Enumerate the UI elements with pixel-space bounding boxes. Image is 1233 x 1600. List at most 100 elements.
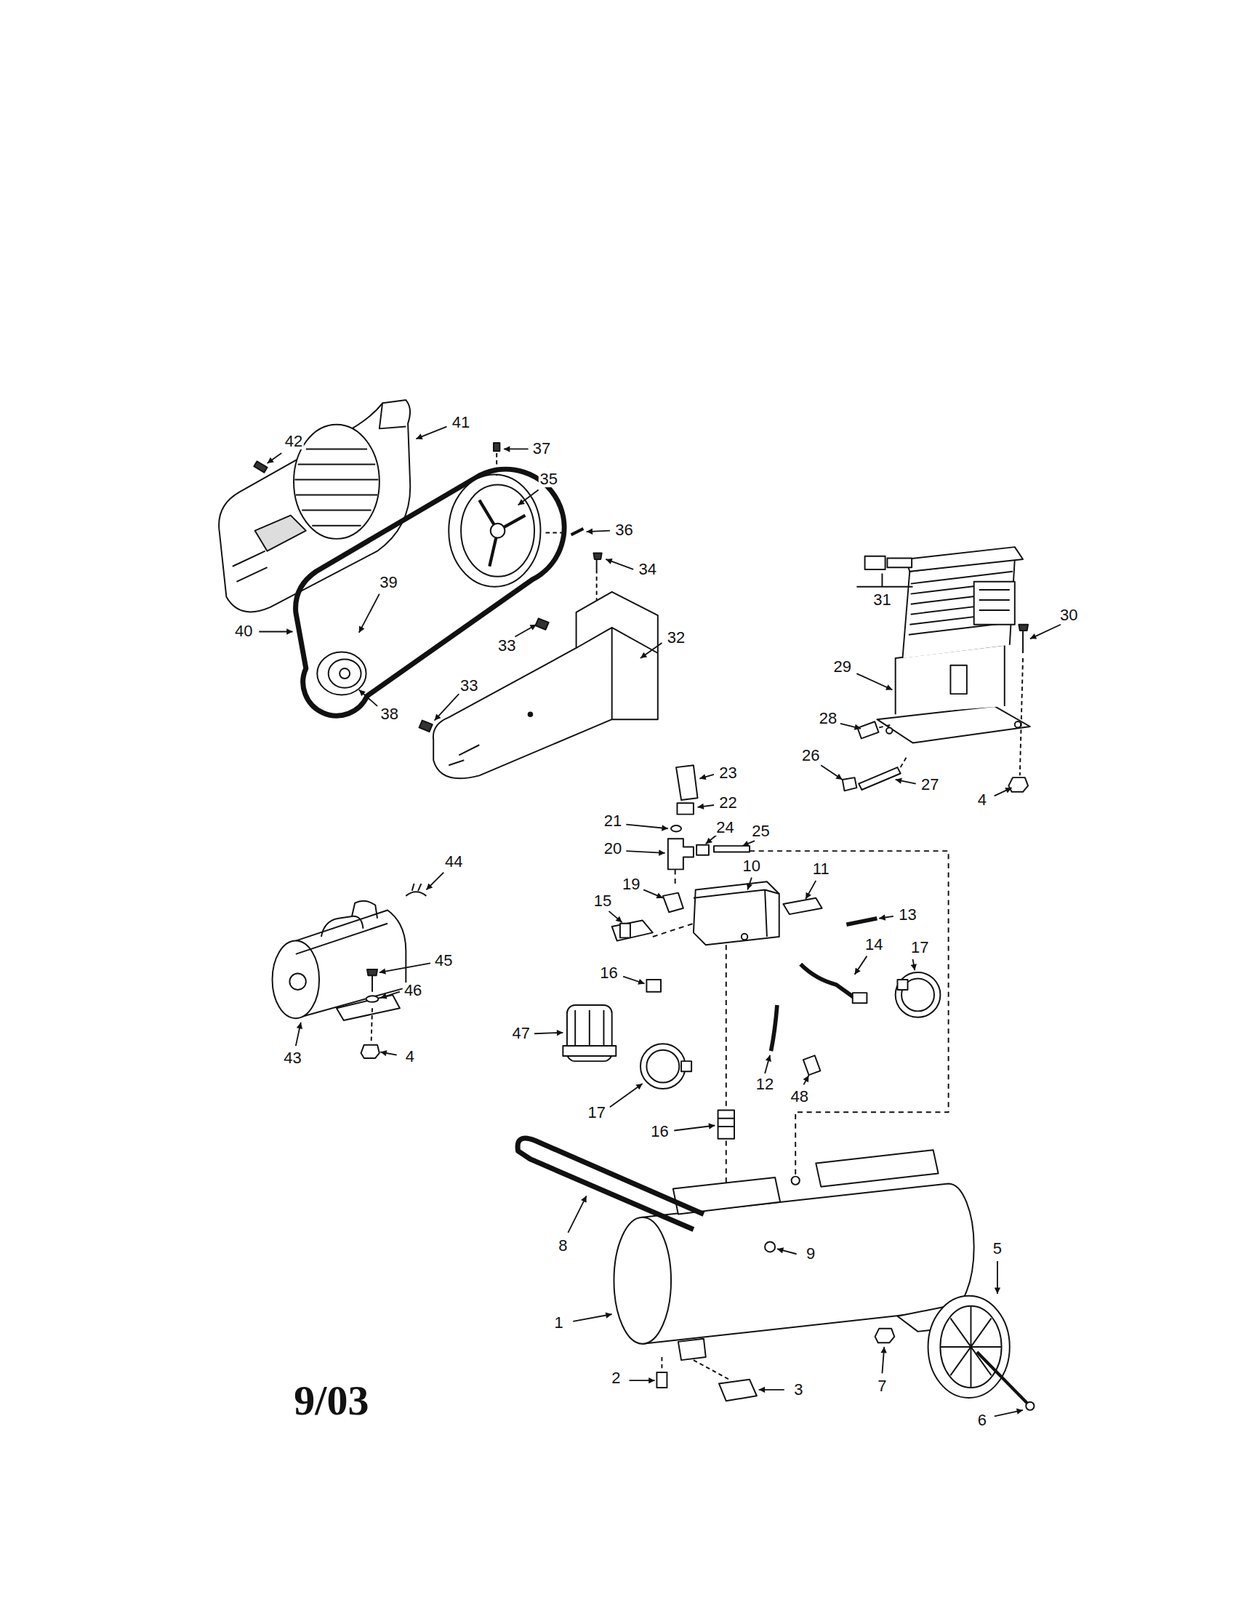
- leader-arrow: [1030, 624, 1061, 640]
- leader-arrow: [258, 426, 1061, 1417]
- callout-number: 27: [919, 776, 941, 793]
- callout-number: 9: [804, 1245, 817, 1262]
- pressure-switch: [693, 881, 780, 945]
- motor: [289, 972, 306, 989]
- power-cord: [852, 992, 868, 1003]
- wire: [405, 883, 427, 896]
- bolt: [593, 553, 602, 574]
- leader-arrow: [380, 1051, 397, 1055]
- pump: [979, 589, 1010, 610]
- pulley: [479, 500, 525, 567]
- dashed-line: [674, 868, 677, 885]
- motor: [321, 900, 378, 937]
- callout-number: 5: [991, 1240, 1004, 1257]
- washer: [366, 995, 379, 1002]
- tube: [858, 766, 901, 790]
- nut: [676, 802, 693, 814]
- callout-number: 3: [792, 1381, 805, 1398]
- fitting: [803, 1054, 821, 1075]
- callout-number: 14: [863, 936, 885, 953]
- rubber-foot: [693, 1359, 730, 1380]
- wheel: [940, 1305, 1002, 1388]
- tube: [858, 754, 908, 790]
- bolt: [1019, 657, 1023, 775]
- callout-number: 15: [592, 892, 613, 909]
- callout-number: 16: [649, 1123, 670, 1140]
- leader-arrow: [673, 1124, 715, 1130]
- pump: [886, 727, 893, 733]
- leader-arrow: [267, 452, 283, 464]
- pump: [902, 559, 1015, 658]
- bolt: [367, 969, 378, 992]
- callout-number: 12: [754, 1075, 775, 1092]
- bolt: [593, 553, 602, 601]
- callout-number: 31: [871, 591, 893, 608]
- nut: [842, 777, 858, 791]
- leader-arrow: [878, 916, 894, 919]
- fitting: [718, 1118, 735, 1127]
- leader-arrow: [380, 991, 400, 998]
- leader-arrow: [605, 559, 634, 570]
- plate: [782, 897, 822, 914]
- callout-number: 26: [800, 747, 821, 764]
- fitting: [856, 556, 913, 587]
- check-valve: [612, 920, 653, 941]
- pulley: [490, 523, 506, 538]
- tube: [713, 845, 750, 852]
- pump: [905, 546, 1023, 572]
- belt-guard: [218, 399, 411, 612]
- callout-number: 4: [404, 1048, 416, 1065]
- wire: [771, 1004, 778, 1051]
- pump: [974, 581, 1015, 625]
- axle-bolt: [977, 1351, 1035, 1410]
- leader-arrow: [895, 779, 917, 784]
- callout-number: 4: [976, 791, 988, 808]
- leader-arrow: [805, 880, 816, 899]
- gauge: [640, 1043, 686, 1089]
- o-ring: [671, 825, 682, 831]
- motor: [295, 923, 388, 954]
- tank: [815, 1149, 938, 1187]
- leader-arrow: [586, 530, 610, 532]
- belt-guard: [232, 551, 268, 582]
- leader-arrow: [640, 642, 662, 658]
- leader-arrow: [415, 426, 447, 440]
- bolt: [253, 460, 267, 472]
- leader-arrow: [747, 877, 752, 890]
- callout-number: 45: [433, 952, 454, 969]
- belt-guard: [379, 402, 406, 429]
- regulator: [562, 1004, 616, 1061]
- callout-number: 43: [282, 1049, 303, 1066]
- gauge: [897, 979, 908, 990]
- plate: [782, 897, 822, 914]
- gauge: [640, 1043, 692, 1089]
- dashed-line: [725, 1140, 728, 1184]
- pump: [876, 546, 1030, 743]
- leader-arrow: [518, 490, 539, 506]
- callout-number: 29: [831, 658, 853, 675]
- leader-arrow: [994, 1409, 1023, 1416]
- nut: [1008, 777, 1028, 792]
- nut: [371, 1007, 373, 1043]
- check-valve: [612, 920, 653, 941]
- leader-arrow: [758, 1388, 785, 1391]
- set-screw: [495, 452, 498, 476]
- pulley: [448, 474, 541, 587]
- handle: [517, 1137, 704, 1229]
- callout-number: 25: [750, 822, 771, 839]
- fitting: [718, 1109, 735, 1138]
- callout-number: 36: [613, 521, 634, 538]
- leader-arrow: [609, 1083, 643, 1107]
- callout-number: 11: [811, 860, 831, 877]
- belt-guard: [218, 399, 411, 612]
- gauge: [646, 1049, 680, 1083]
- regulator: [562, 1045, 616, 1056]
- pressure-switch: [693, 881, 780, 945]
- callout-number: 1: [553, 1314, 565, 1331]
- bolt: [419, 720, 433, 732]
- tank: [678, 1338, 706, 1360]
- callout-number: 44: [443, 853, 464, 870]
- gauge: [895, 972, 941, 1018]
- motor-pulley: [316, 652, 366, 696]
- leader-arrow: [608, 910, 622, 922]
